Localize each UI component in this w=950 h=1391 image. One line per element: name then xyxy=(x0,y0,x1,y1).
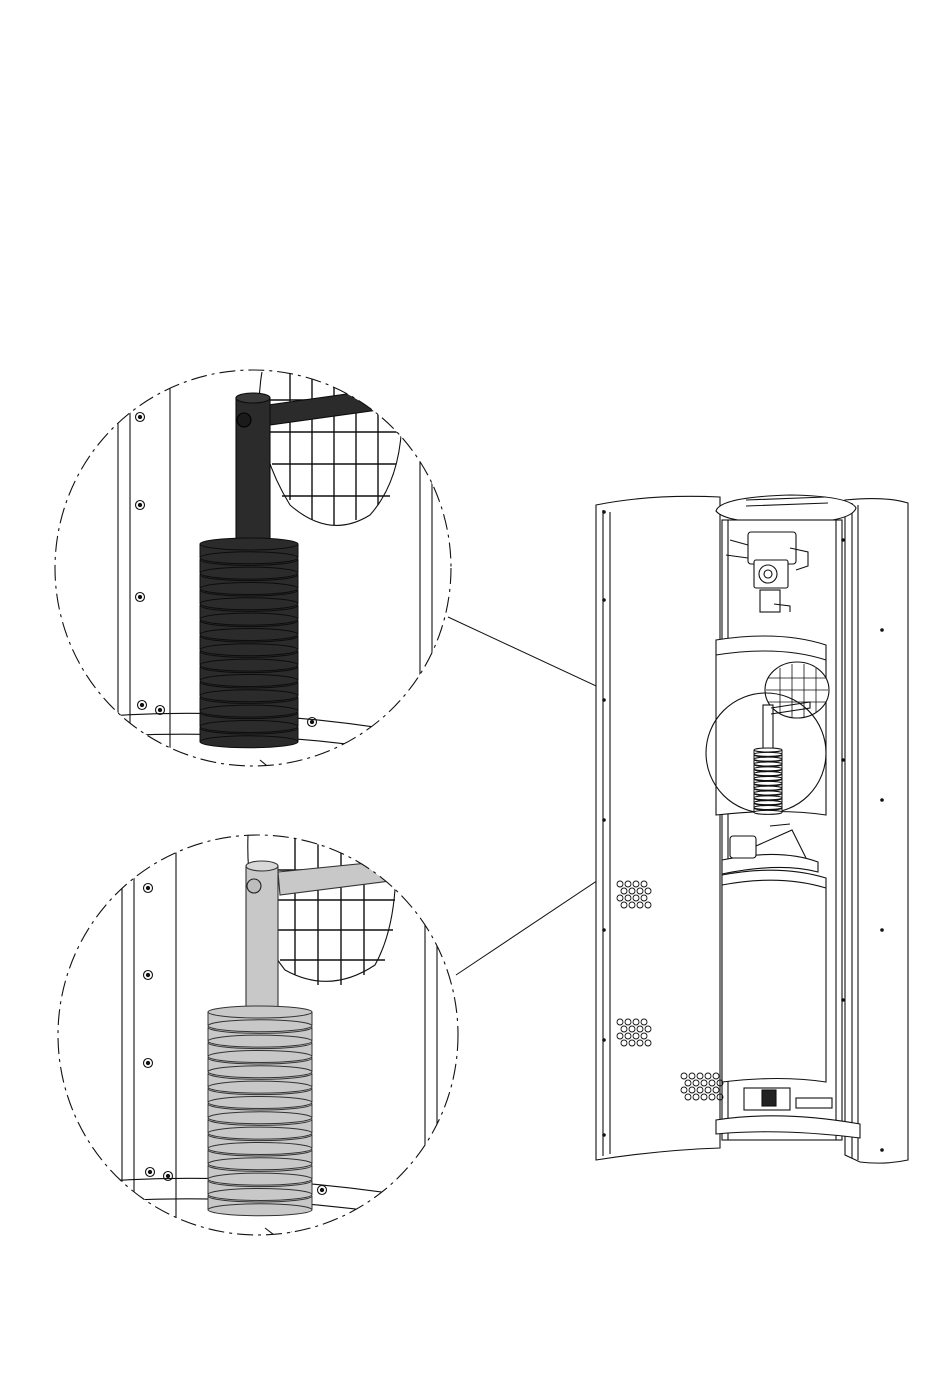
shell-screw xyxy=(841,998,845,1002)
shell-screw xyxy=(841,538,845,542)
shell-screw xyxy=(602,1133,606,1137)
shell-screw xyxy=(880,1148,884,1152)
disk-stack-dark xyxy=(200,538,298,748)
shell-screw xyxy=(602,598,606,602)
rod-pin-bottom xyxy=(247,879,261,893)
rod-pin-top xyxy=(237,413,251,427)
mini-disk-1 xyxy=(754,748,782,756)
disk-stack-light xyxy=(208,1006,312,1216)
detail-view-dark-stack xyxy=(55,370,451,770)
shell-screw xyxy=(602,818,606,822)
detail-view-light-stack xyxy=(58,835,460,1238)
shell-screw xyxy=(602,698,606,702)
shell-screw xyxy=(602,510,606,514)
valve-knob xyxy=(759,565,777,583)
shell-screw xyxy=(880,628,884,632)
shell-screw xyxy=(602,928,606,932)
rod-arm-top xyxy=(268,388,392,425)
heater-cabinet xyxy=(596,495,908,1163)
rod-arm-bottom xyxy=(278,860,398,895)
shell-screw xyxy=(602,1038,606,1042)
shell-left-panel xyxy=(596,496,720,1160)
shell-screw xyxy=(841,758,845,762)
tank-panel xyxy=(722,870,826,1082)
shell-right-panel xyxy=(845,499,908,1164)
shell-screw xyxy=(880,798,884,802)
light-disk-1 xyxy=(208,1006,312,1032)
dark-disk-1 xyxy=(200,538,298,564)
mini-disks xyxy=(754,748,782,814)
shell-screw xyxy=(880,928,884,932)
window-outline-top xyxy=(259,372,402,525)
